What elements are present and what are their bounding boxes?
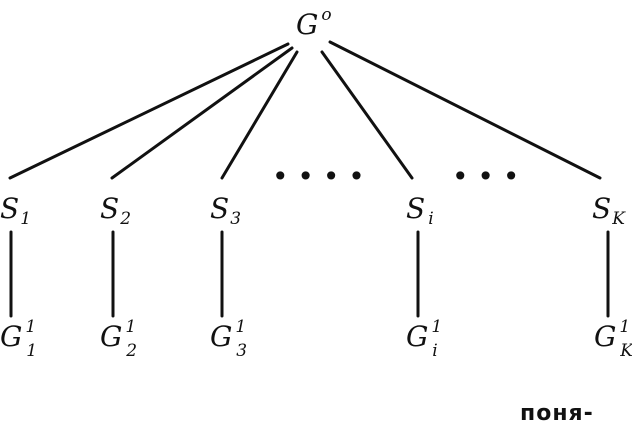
ellipsis-right: • • • xyxy=(452,160,519,193)
edge-root-sk xyxy=(328,40,602,180)
strategy-node-1: S1 xyxy=(0,192,31,229)
strategy-node-k: SK xyxy=(592,192,626,229)
edge-root-s1 xyxy=(8,42,290,180)
edge-root-si xyxy=(320,50,414,180)
ellipsis-left: • • • • xyxy=(272,160,365,193)
edge-root-s3 xyxy=(220,50,299,180)
edge-root-s2 xyxy=(110,46,294,180)
strategy-node-3: S3 xyxy=(210,192,241,229)
caption-text: поня- xyxy=(520,401,594,426)
strategy-node-2: S2 xyxy=(100,192,131,229)
